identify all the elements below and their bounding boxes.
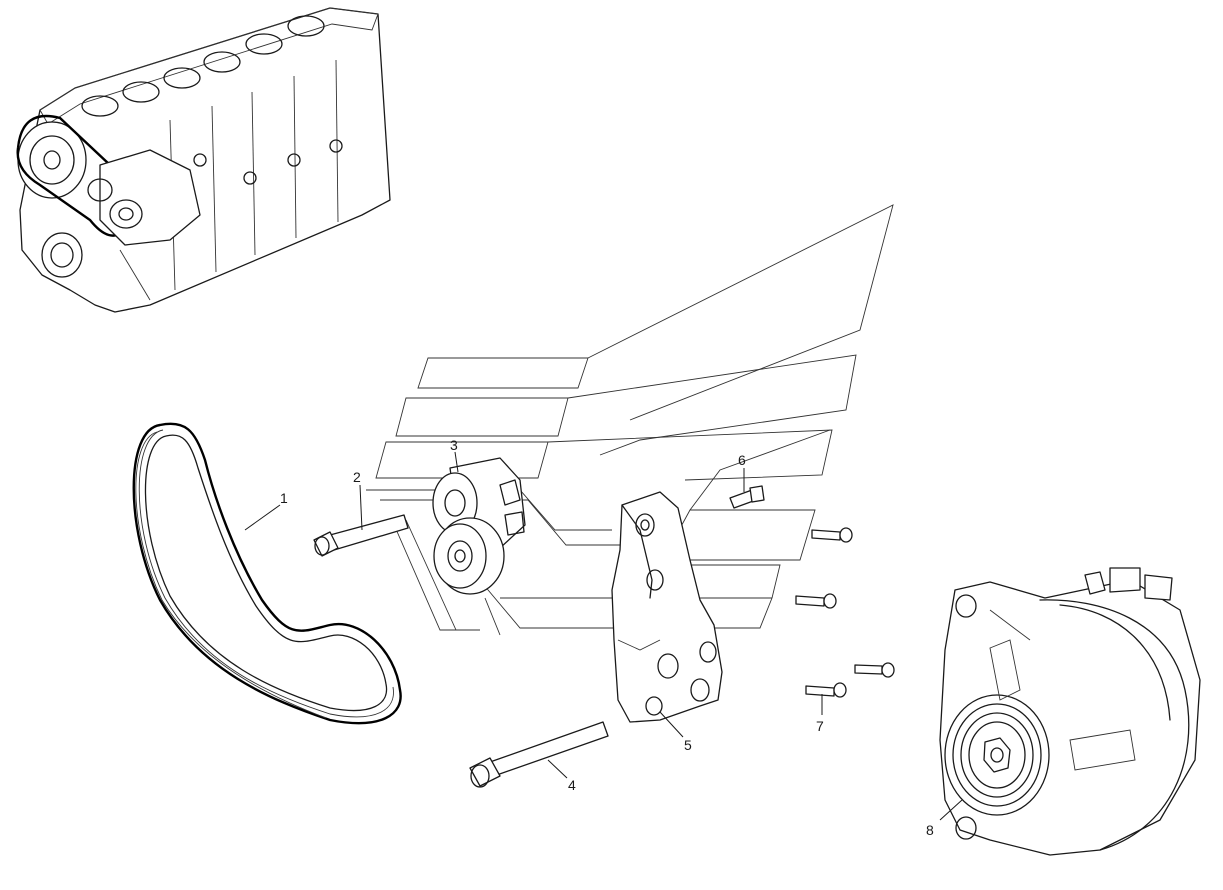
part-1-drive-belt bbox=[132, 422, 402, 725]
callout-2: 2 bbox=[353, 469, 361, 485]
callout-7: 7 bbox=[816, 718, 824, 734]
part-4-bolt bbox=[469, 721, 609, 788]
part-7-small-bolts bbox=[795, 527, 895, 698]
part-2-long-bolt bbox=[313, 514, 409, 557]
callout-labels: 1 2 3 4 5 6 7 8 bbox=[280, 437, 934, 838]
part-6-small-bolt bbox=[729, 485, 765, 509]
part-5-mounting-bracket bbox=[611, 491, 723, 723]
leader-lines bbox=[244, 451, 963, 821]
callout-4: 4 bbox=[568, 777, 576, 793]
callout-5: 5 bbox=[684, 737, 692, 753]
callout-8: 8 bbox=[926, 822, 934, 838]
callout-6: 6 bbox=[738, 452, 746, 468]
part-8-alternator bbox=[939, 567, 1201, 856]
engine-block-overview bbox=[16, 7, 391, 313]
callout-3: 3 bbox=[450, 437, 458, 453]
part-3-tensioner-pulleys bbox=[432, 457, 526, 595]
callout-1: 1 bbox=[280, 490, 288, 506]
